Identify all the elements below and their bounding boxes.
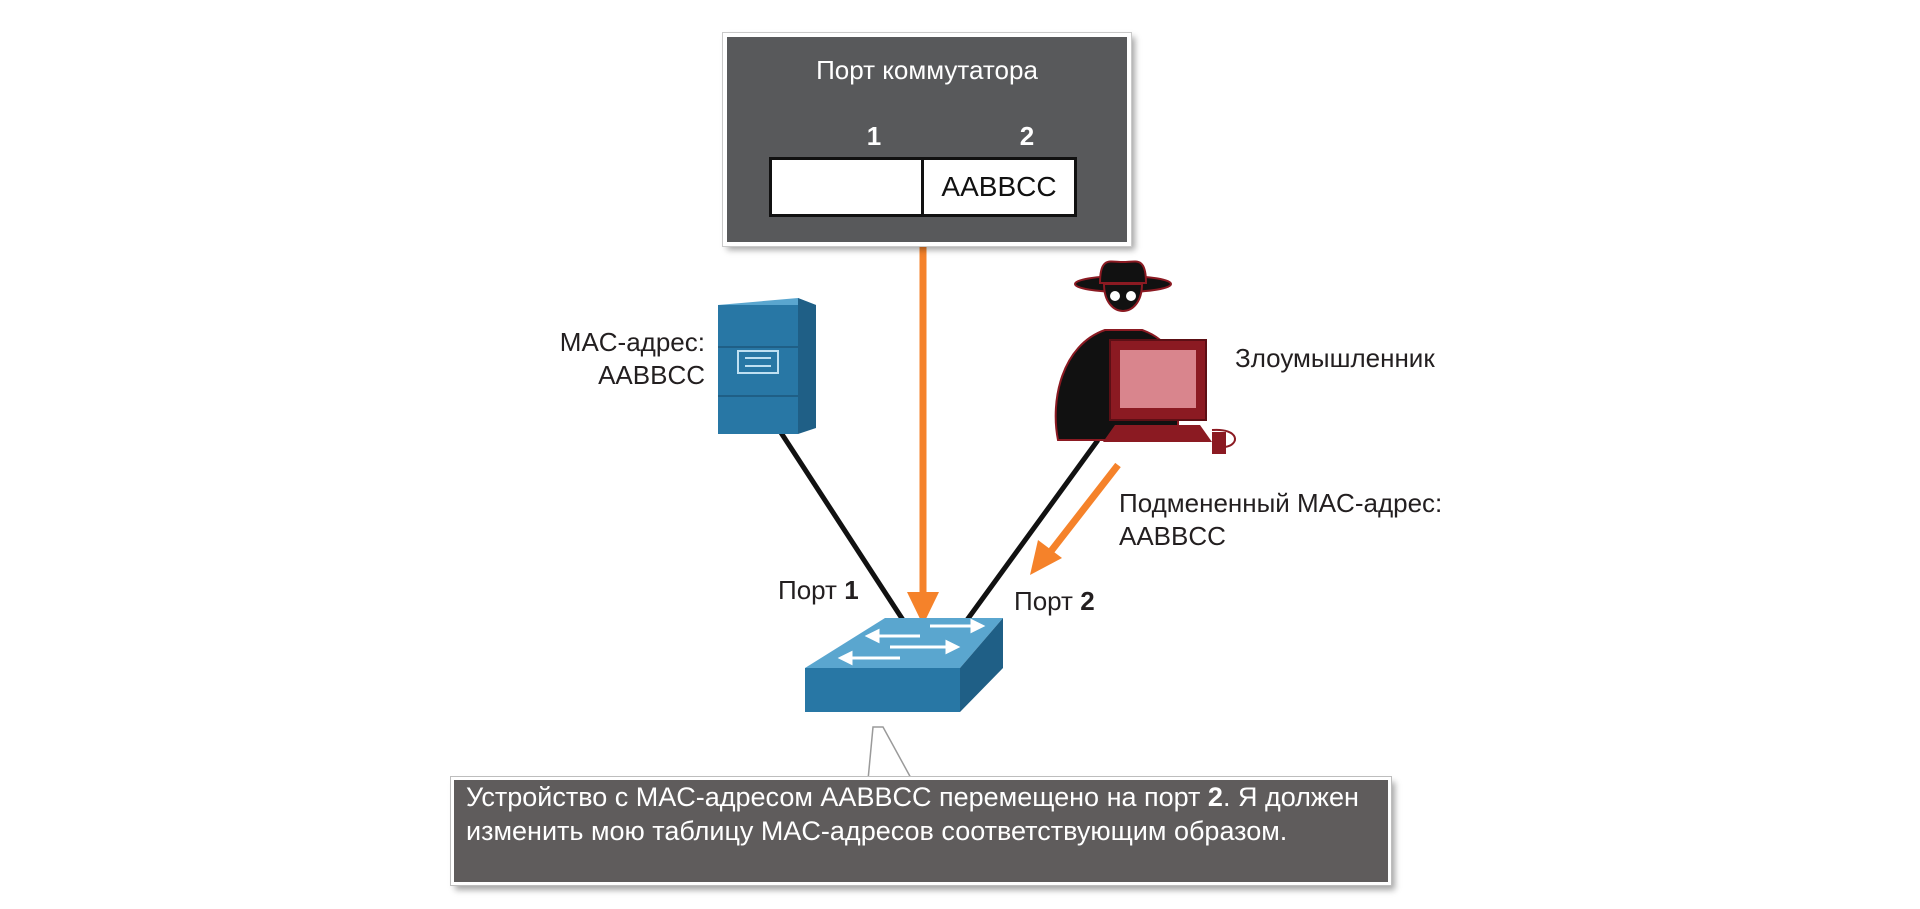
- switch-icon: [805, 618, 1003, 712]
- port1-label: Порт 1: [778, 574, 859, 607]
- callout-text-part2: . Я должен изменить мою таблицу MAC-адре…: [466, 782, 1359, 846]
- spoofed-mac-label-line1: Подмененный MAC-адрес:: [1119, 488, 1443, 518]
- mac-table-cell-port1: [772, 160, 924, 214]
- callout-text-part1: Устройство с MAC-адресом AABBCC перемеще…: [466, 782, 1208, 812]
- mac-table-column-2: 2: [1019, 121, 1035, 151]
- mac-table-title: Порт коммутатора: [816, 55, 1038, 85]
- attacker-icon: [1054, 260, 1236, 454]
- port2-label-prefix: Порт: [1014, 586, 1073, 616]
- arrow-table-to-switch: [907, 245, 939, 625]
- port2-label: Порт 2: [1014, 585, 1095, 618]
- port1-label-prefix: Порт: [778, 575, 837, 605]
- spoofed-mac-label-line2: AABBCC: [1119, 521, 1226, 551]
- port2-label-number: 2: [1080, 586, 1095, 616]
- server-icon: [718, 298, 816, 434]
- link-server-switch: [773, 423, 906, 622]
- spoofed-mac-label: Подмененный MAC-адрес: AABBCC: [1119, 487, 1442, 553]
- callout-port-number: 2: [1207, 782, 1223, 812]
- mac-table-cell-port2: AABBCC: [941, 171, 1057, 202]
- link-attacker-switch: [964, 438, 1101, 622]
- server-mac-label: MAC-адрес: AABBCC: [545, 326, 705, 392]
- mac-table: AABBCC: [769, 157, 1077, 217]
- mac-table-column-1: 1: [866, 121, 882, 151]
- server-mac-label-line1: MAC-адрес:: [559, 327, 705, 357]
- mac-table-panel: Порт коммутатора 1 2 AABBCC: [723, 33, 1131, 246]
- arrow-attacker-to-port2: [1030, 462, 1121, 575]
- callout-pointer: [867, 726, 914, 781]
- server-mac-label-line2: AABBCC: [598, 360, 705, 390]
- switch-callout: Устройство с MAC-адресом AABBCC перемеще…: [451, 777, 1391, 885]
- attacker-label: Злоумышленник: [1235, 343, 1435, 373]
- port1-label-number: 1: [844, 575, 859, 605]
